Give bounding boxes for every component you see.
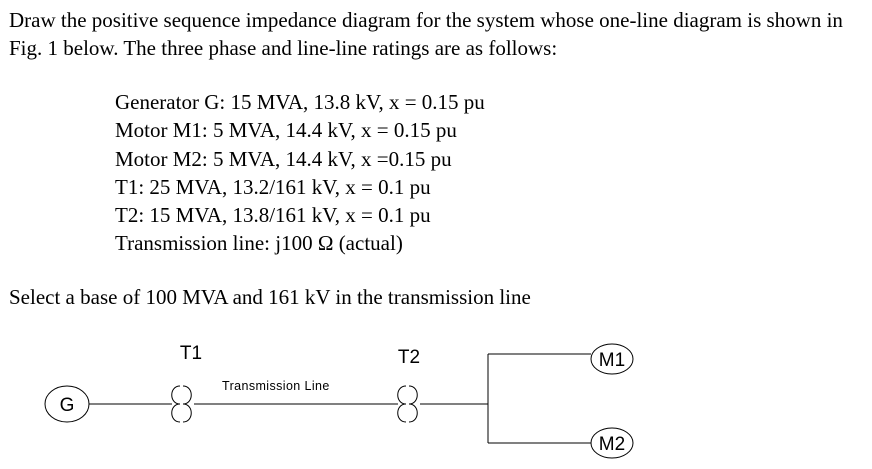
transmission-line-label: Transmission Line [222, 379, 330, 393]
one-line-diagram: G T1 T2 Transmission Line M1 M2 [44, 343, 634, 459]
motor-m2-symbol [590, 427, 634, 459]
ratings-list: Generator G: 15 MVA, 13.8 kV, x = 0.15 p… [115, 88, 485, 258]
t1-label: T1 [180, 343, 202, 364]
rating-motor-m1: Motor M1: 5 MVA, 14.4 kV, x = 0.15 pu [115, 118, 457, 143]
m1-label: M1 [599, 350, 625, 371]
t2-label: T2 [398, 347, 420, 368]
rating-transformer-t1: T1: 25 MVA, 13.2/161 kV, x = 0.1 pu [115, 174, 431, 199]
m2-label: M2 [599, 434, 625, 455]
generator-label: G [60, 395, 75, 416]
rating-transmission-line: Transmission line: j100 Ω (actual) [115, 231, 403, 256]
rating-motor-m2: Motor M2: 5 MVA, 14.4 kV, x =0.15 pu [115, 146, 452, 171]
rating-transformer-t2: T2: 15 MVA, 13.8/161 kV, x = 0.1 pu [115, 203, 431, 228]
rating-generator-g: Generator G: 15 MVA, 13.8 kV, x = 0.15 p… [115, 90, 485, 114]
base-selection-note: Select a base of 100 MVA and 161 kV in t… [9, 285, 531, 309]
transformer-t2-symbol [397, 385, 418, 423]
problem-statement: Draw the positive sequence impedance dia… [9, 8, 843, 60]
transformer-t1-symbol [171, 385, 192, 423]
motor-m1-symbol [590, 343, 634, 375]
